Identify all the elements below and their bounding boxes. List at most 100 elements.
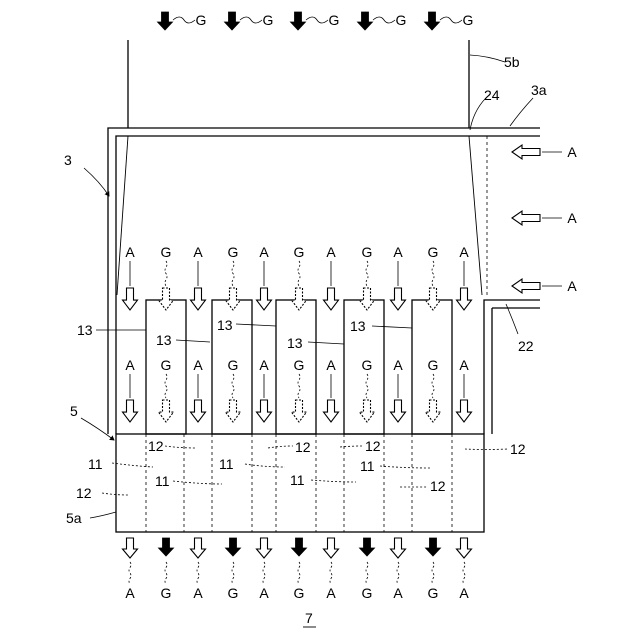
inner-air-label: A	[393, 244, 403, 260]
top-gas-leader	[306, 17, 328, 23]
top-gas-arrow	[358, 12, 373, 30]
right-air-label: A	[567, 210, 577, 226]
ref-5a: 5a	[66, 510, 82, 526]
bottom-gas-leader	[232, 562, 234, 584]
bottom-air-arrow	[123, 538, 138, 558]
inner-gas-label: G	[362, 244, 373, 260]
top-gas-label: G	[329, 12, 340, 28]
leader-12-b	[102, 493, 128, 495]
bottom-air-arrow	[191, 538, 206, 558]
bottom-air-label: A	[393, 585, 403, 601]
inner-air-arrow	[391, 400, 406, 422]
ref-13-c: 13	[217, 317, 233, 333]
ref-5b: 5b	[504, 54, 520, 70]
leader-13-d	[308, 342, 344, 344]
top-gas-arrow	[425, 12, 440, 30]
inner-gas-arrow	[426, 400, 441, 422]
inner-air-label: A	[193, 244, 203, 260]
inner-gas-arrow	[292, 400, 307, 422]
inner-air-label: A	[193, 357, 203, 373]
leader-11-d	[311, 480, 356, 482]
bottom-air-leader	[129, 562, 131, 584]
bottom-gas-arrow	[426, 538, 441, 556]
inner-air-arrow	[191, 288, 206, 310]
ref-5: 5	[70, 403, 78, 419]
bottom-air-leader	[197, 562, 199, 584]
top-gas-label: G	[463, 12, 474, 28]
top-gas-label: G	[396, 12, 407, 28]
inner-gas-label: G	[161, 357, 172, 373]
inner-gas-arrow	[159, 288, 174, 310]
inner-air-label: A	[459, 357, 469, 373]
bottom-gas-arrow	[159, 538, 174, 556]
inner-air-label: A	[125, 357, 135, 373]
inner-air-arrow	[123, 400, 138, 422]
leader-11-a	[112, 463, 153, 467]
top-gas-label: G	[196, 12, 207, 28]
bottom-air-arrow	[324, 538, 339, 558]
inner-air-label: A	[326, 244, 336, 260]
inner-gas-arrow	[226, 400, 241, 422]
ref-12-b: 12	[76, 485, 92, 501]
inner-gas-leader	[232, 374, 234, 398]
bottom-air-label: A	[459, 585, 469, 601]
inner-gas-arrow	[226, 288, 241, 310]
ref-12-f: 12	[510, 441, 526, 457]
bottom-air-label: A	[326, 585, 336, 601]
right-air-label: A	[567, 278, 577, 294]
inner-gas-leader	[432, 374, 434, 398]
housing-inner-wall	[116, 136, 540, 434]
ref-22: 22	[518, 338, 534, 354]
top-gas-arrow	[158, 12, 173, 30]
bottom-gas-arrow	[226, 538, 241, 556]
right-air-arrow	[512, 145, 540, 159]
top-gas-label: G	[263, 12, 274, 28]
housing-outer-wall	[108, 128, 540, 434]
ref-11-c: 11	[219, 456, 234, 472]
right-air-label: A	[567, 144, 577, 160]
bottom-gas-label: G	[294, 585, 305, 601]
bottom-air-label: A	[125, 585, 135, 601]
inner-gas-leader	[165, 374, 167, 398]
inner-gas-arrow	[360, 288, 375, 310]
right-air-arrow	[512, 211, 540, 225]
inner-air-label: A	[459, 244, 469, 260]
bottom-gas-leader	[165, 562, 167, 584]
top-gas-arrows: GGGGG	[158, 12, 474, 30]
ref-12-d: 12	[365, 438, 381, 454]
leader-13-b	[176, 340, 210, 342]
leader-12-a	[165, 446, 196, 448]
inner-gas-label: G	[228, 244, 239, 260]
inner-gas-label: G	[428, 244, 439, 260]
inner-gas-leader	[366, 374, 368, 398]
inner-gas-arrow	[159, 400, 174, 422]
inner-gas-leader	[232, 261, 234, 286]
bottom-gas-label: G	[362, 585, 373, 601]
leader-3	[84, 168, 109, 196]
top-gas-arrow	[225, 12, 240, 30]
ref-13-b: 13	[156, 332, 172, 348]
inner-air-arrow	[191, 400, 206, 422]
ref-13-e: 13	[350, 318, 366, 334]
bottom-gas-label: G	[228, 585, 239, 601]
top-gas-arrow	[291, 12, 306, 30]
bottom-gas-arrow	[292, 538, 307, 556]
inner-air-label: A	[259, 244, 269, 260]
leader-3a	[510, 98, 533, 126]
bottom-air-arrow	[391, 538, 406, 558]
bottom-air-leader	[397, 562, 399, 584]
bottom-air-label: A	[193, 585, 203, 601]
ref-11-b: 11	[155, 473, 170, 489]
inner-gas-leader	[298, 374, 300, 398]
leader-5b	[470, 55, 505, 62]
internal-flow-arrows: AGAGAGAGAGAAGAGAGAGAGA	[123, 244, 472, 422]
top-gas-leader	[440, 17, 462, 23]
ref-12-c: 12	[295, 439, 311, 455]
bottom-air-label: A	[259, 585, 269, 601]
inner-gas-leader	[366, 261, 368, 286]
top-gas-leader	[373, 17, 395, 23]
inner-air-label: A	[125, 244, 135, 260]
inner-gas-label: G	[294, 357, 305, 373]
taper-right	[469, 136, 482, 295]
ref-13-a: 13	[77, 322, 93, 338]
